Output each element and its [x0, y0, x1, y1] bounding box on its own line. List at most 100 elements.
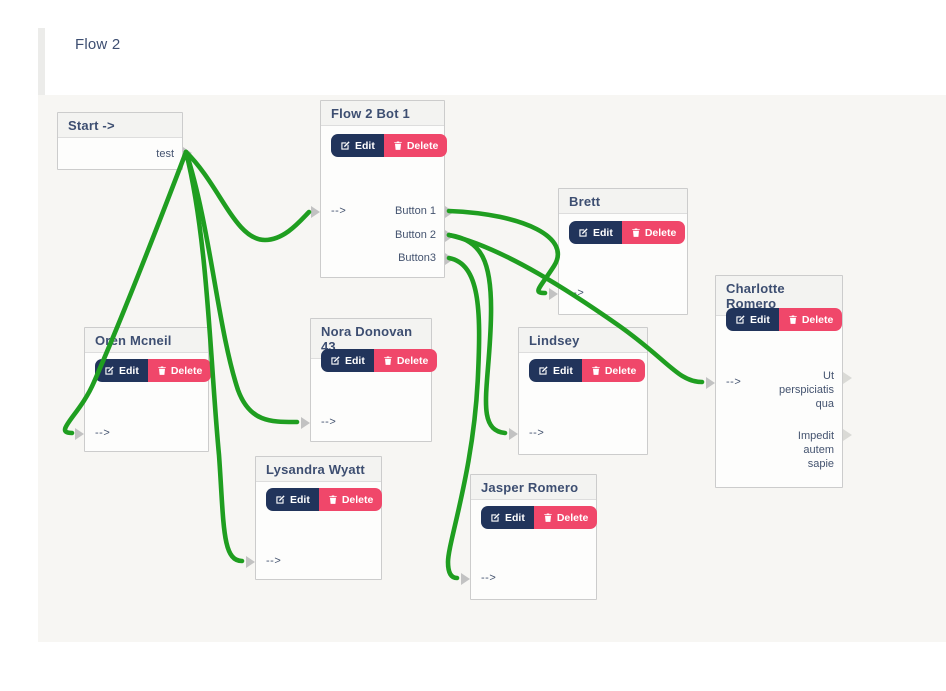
node-jasper-romero[interactable]: Jasper Romero Edit Delete --> — [461, 474, 598, 600]
edit-label: Edit — [505, 511, 525, 524]
input-port-icon[interactable] — [246, 556, 255, 568]
input-arrow[interactable]: --> — [569, 287, 585, 299]
edit-button[interactable]: Edit — [95, 359, 148, 382]
output-ut-perspiciatis[interactable]: Ut perspiciatis qua — [778, 370, 834, 410]
edit-icon — [275, 494, 286, 505]
node-brett[interactable]: Brett Edit Delete --> — [549, 188, 688, 315]
delete-button[interactable]: Delete — [778, 308, 843, 331]
input-arrow[interactable]: --> — [321, 416, 337, 428]
node-flow2-bot1[interactable]: Flow 2 Bot 1 Edit Delete --> Button 1 Bu… — [311, 100, 454, 278]
edit-button[interactable]: Edit — [481, 506, 534, 529]
output-impedit-autem[interactable]: Impedit autem sapie — [797, 430, 834, 470]
output-test[interactable]: test — [156, 148, 174, 160]
delete-label: Delete — [406, 139, 439, 152]
edit-button[interactable]: Edit — [529, 359, 582, 382]
node-jasper-title: Jasper Romero — [471, 475, 596, 500]
node-lindsey-title: Lindsey — [519, 328, 647, 353]
delete-button[interactable]: Delete — [147, 359, 212, 382]
input-port-icon[interactable] — [509, 428, 518, 440]
button-group: Edit Delete — [481, 506, 598, 529]
trash-icon — [393, 140, 403, 151]
delete-label: Delete — [801, 313, 834, 326]
edit-icon — [490, 512, 501, 523]
output-button-1[interactable]: Button 1 — [395, 205, 436, 217]
edit-button[interactable]: Edit — [321, 349, 374, 372]
input-port-icon[interactable] — [301, 417, 310, 429]
delete-label: Delete — [341, 493, 374, 506]
input-port-icon[interactable] — [549, 288, 558, 300]
output-port-icon[interactable] — [445, 230, 454, 242]
edit-icon — [735, 314, 746, 325]
node-start[interactable]: Start -> test — [57, 112, 192, 170]
node-oren-title: Oren Mcneil — [85, 328, 208, 353]
node-brett-title: Brett — [559, 189, 687, 214]
edit-button[interactable]: Edit — [726, 308, 779, 331]
edit-button[interactable]: Edit — [266, 488, 319, 511]
edit-label: Edit — [593, 226, 613, 239]
delete-button[interactable]: Delete — [581, 359, 646, 382]
delete-button[interactable]: Delete — [383, 134, 448, 157]
output-button-2[interactable]: Button 2 — [395, 229, 436, 241]
input-port-icon[interactable] — [75, 428, 84, 440]
node-flow2-bot1-title: Flow 2 Bot 1 — [321, 101, 444, 126]
edit-icon — [330, 355, 341, 366]
button-group: Edit Delete — [331, 134, 448, 157]
trash-icon — [328, 494, 338, 505]
edit-label: Edit — [553, 364, 573, 377]
button-group: Edit Delete — [95, 359, 212, 382]
edit-label: Edit — [345, 354, 365, 367]
input-arrow[interactable]: --> — [95, 427, 111, 439]
node-start-title: Start -> — [58, 113, 182, 138]
output-port-icon[interactable] — [183, 147, 192, 159]
input-arrow[interactable]: --> — [529, 427, 545, 439]
input-arrow[interactable]: --> — [331, 205, 347, 217]
trash-icon — [788, 314, 798, 325]
output-port-icon[interactable] — [843, 429, 852, 441]
page-title: Flow 2 — [75, 36, 121, 53]
node-lindsey[interactable]: Lindsey Edit Delete --> — [509, 327, 648, 455]
edit-label: Edit — [750, 313, 770, 326]
input-port-icon[interactable] — [311, 206, 320, 218]
input-arrow[interactable]: --> — [266, 555, 282, 567]
input-port-icon[interactable] — [706, 377, 715, 389]
edit-button[interactable]: Edit — [569, 221, 622, 244]
trash-icon — [383, 355, 393, 366]
button-group: Edit Delete — [569, 221, 686, 244]
input-port-icon[interactable] — [461, 573, 470, 585]
button-group: Edit Delete — [726, 308, 843, 331]
delete-button[interactable]: Delete — [621, 221, 686, 244]
trash-icon — [157, 365, 167, 376]
trash-icon — [543, 512, 553, 523]
delete-label: Delete — [644, 226, 677, 239]
button-group: Edit Delete — [529, 359, 646, 382]
trash-icon — [591, 365, 601, 376]
input-arrow[interactable]: --> — [726, 376, 742, 388]
edit-button[interactable]: Edit — [331, 134, 384, 157]
delete-button[interactable]: Delete — [533, 506, 598, 529]
node-lysandra-wyatt[interactable]: Lysandra Wyatt Edit Delete --> — [246, 456, 383, 580]
edit-icon — [578, 227, 589, 238]
delete-button[interactable]: Delete — [318, 488, 383, 511]
output-port-icon[interactable] — [445, 206, 454, 218]
edit-label: Edit — [355, 139, 375, 152]
delete-label: Delete — [604, 364, 637, 377]
node-oren-mcneil[interactable]: Oren Mcneil Edit Delete --> — [75, 327, 212, 452]
edit-label: Edit — [290, 493, 310, 506]
edit-icon — [104, 365, 115, 376]
output-port-icon[interactable] — [843, 372, 852, 384]
output-button-3[interactable]: Button3 — [398, 252, 436, 264]
button-group: Edit Delete — [266, 488, 383, 511]
delete-button[interactable]: Delete — [373, 349, 438, 372]
output-port-icon[interactable] — [445, 253, 454, 265]
node-charlotte-romero[interactable]: Charlotte Romero Edit Delete --> Ut pers… — [706, 275, 852, 488]
flow-header: Flow 2 — [45, 8, 845, 95]
trash-icon — [631, 227, 641, 238]
button-group: Edit Delete — [321, 349, 438, 372]
edit-label: Edit — [119, 364, 139, 377]
delete-label: Delete — [170, 364, 203, 377]
node-lysandra-title: Lysandra Wyatt — [256, 457, 381, 482]
input-arrow[interactable]: --> — [481, 572, 497, 584]
delete-label: Delete — [396, 354, 429, 367]
edit-icon — [340, 140, 351, 151]
node-nora-donovan[interactable]: Nora Donovan 43 Edit Delete --> — [301, 318, 438, 442]
